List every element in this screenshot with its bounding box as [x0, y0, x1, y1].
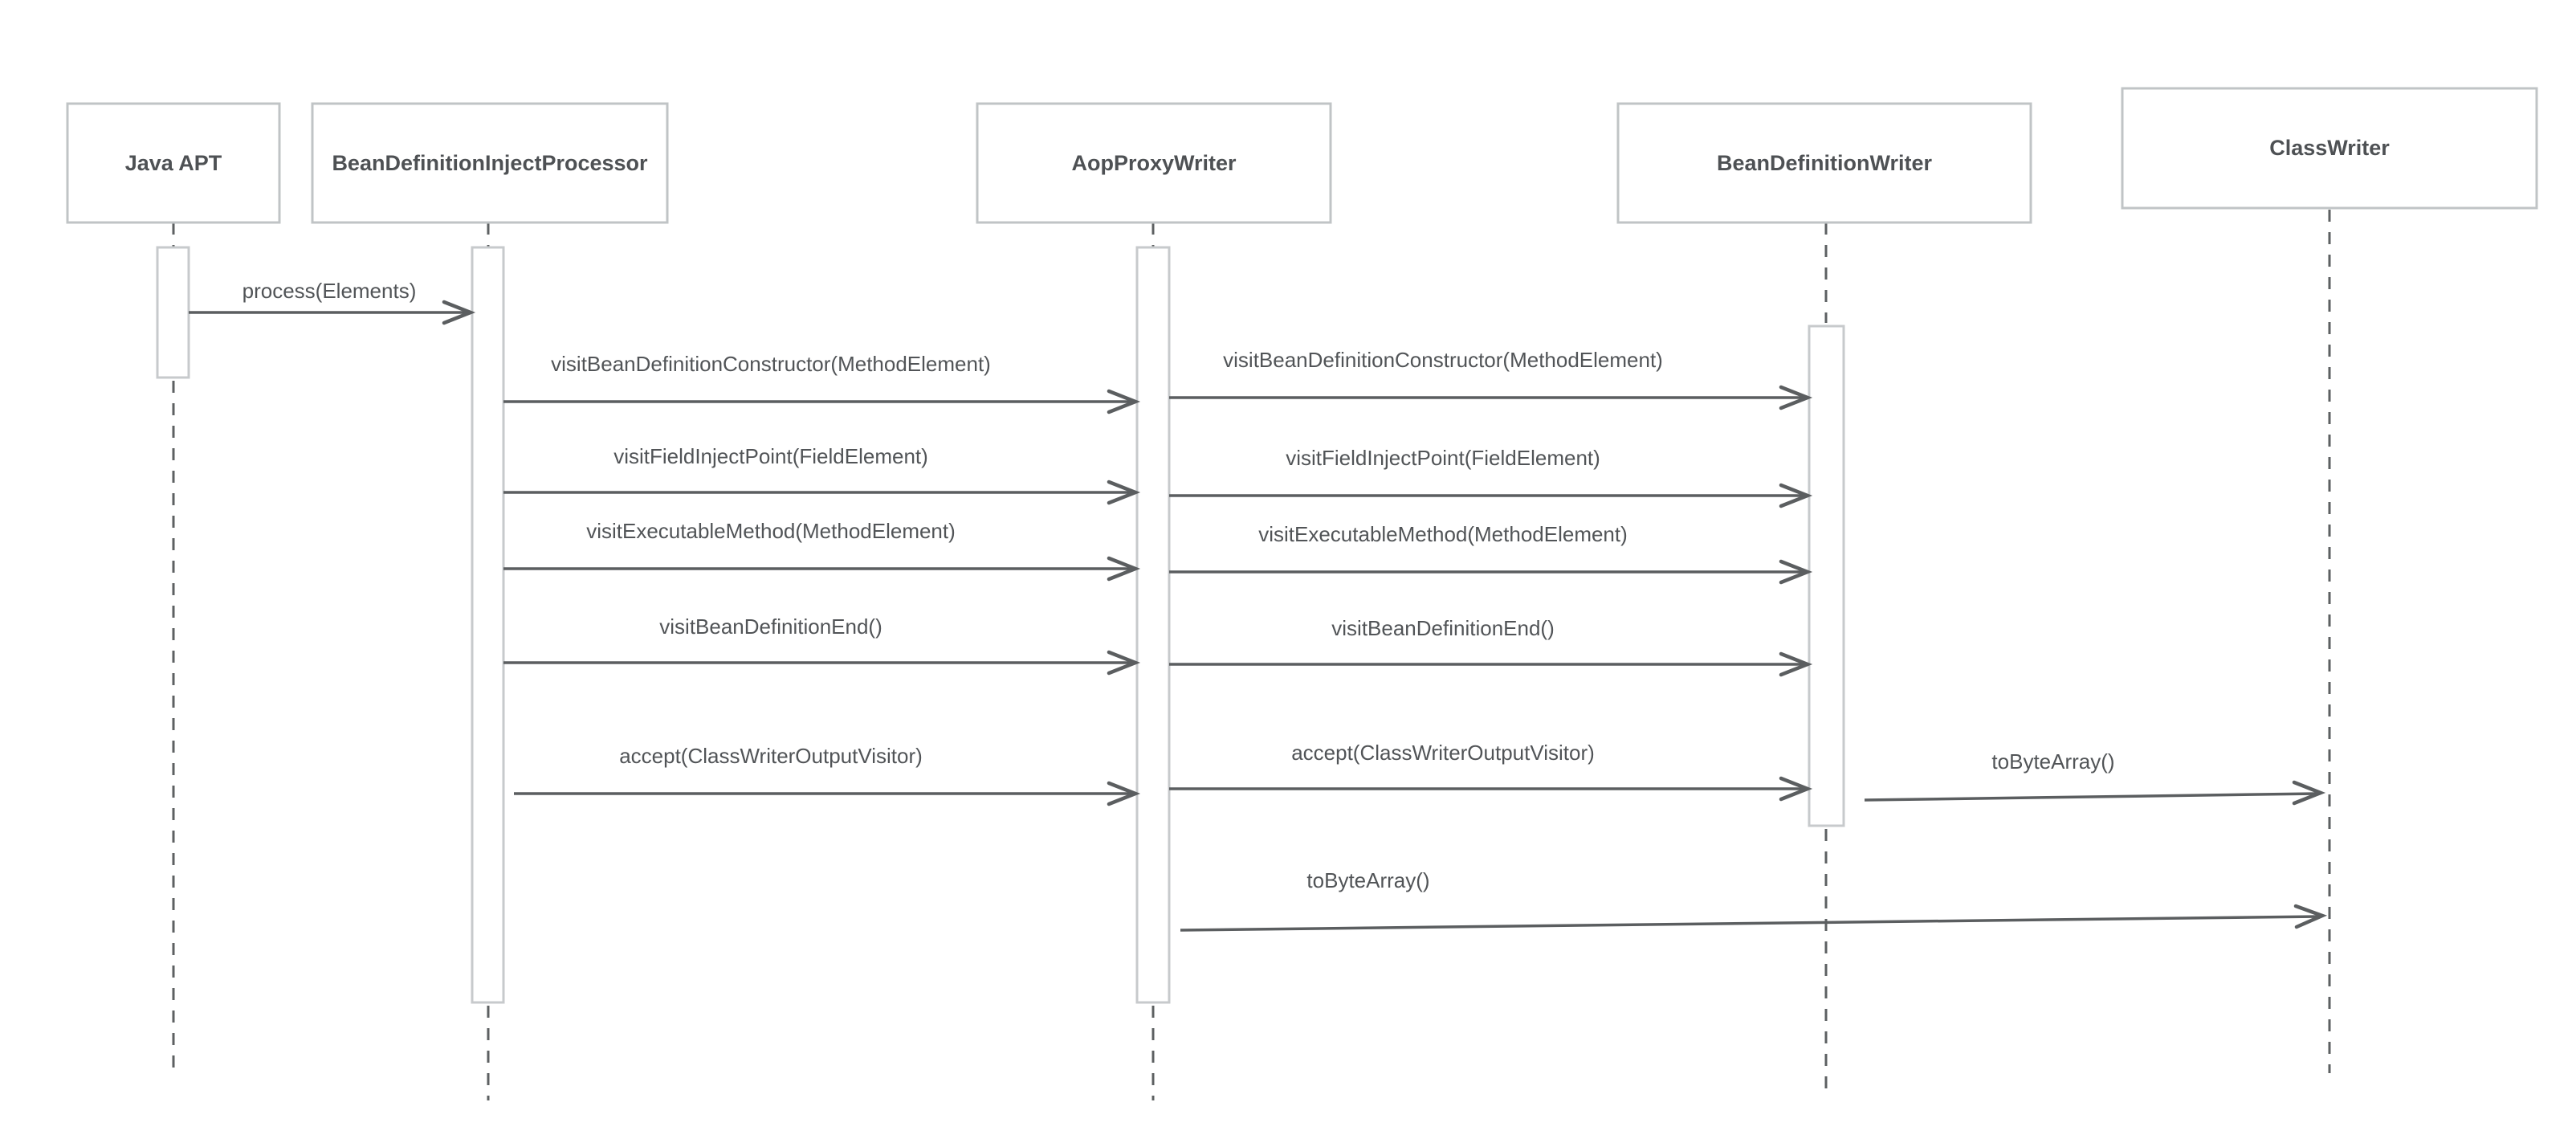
message-visit-field-inject-point-left: visitFieldInjectPoint(FieldElement): [503, 444, 1141, 505]
arrowhead-icon: [1779, 651, 1813, 677]
message-label-visit-field-inject-point-left: visitFieldInjectPoint(FieldElement): [613, 444, 928, 468]
arrowhead-icon: [1107, 389, 1141, 414]
activation-bar-bean-definition-writer: [1808, 325, 1845, 827]
arrowhead-icon: [1779, 385, 1813, 410]
arrowhead-icon: [2292, 780, 2326, 806]
message-label-visit-bean-definition-end-left: visitBeanDefinitionEnd(): [659, 614, 882, 639]
participant-name-bean-definition-inject-processor: BeanDefinitionInjectProcessor: [332, 151, 648, 175]
arrowhead-icon: [1107, 480, 1141, 505]
message-label-visit-executable-method-left: visitExecutableMethod(MethodElement): [586, 519, 956, 543]
message-visit-executable-method-left: visitExecutableMethod(MethodElement): [503, 519, 1141, 582]
message-label-visit-bean-definition-constructor-left: visitBeanDefinitionConstructor(MethodEle…: [551, 352, 991, 376]
message-label-to-byte-array-aop-proxy-writer: toByteArray(): [1306, 868, 1429, 892]
message-label-to-byte-array-bean-definition-writer: toByteArray(): [1991, 749, 2114, 774]
participant-name-java-apt: Java APT: [125, 151, 222, 175]
arrowhead-icon: [1107, 556, 1141, 582]
message-visit-bean-definition-end-left: visitBeanDefinitionEnd(): [503, 614, 1141, 676]
message-to-byte-array-aop-proxy-writer: toByteArray(): [1180, 868, 2328, 932]
activation-bar-bean-definition-inject-processor: [471, 246, 505, 1004]
message-visit-executable-method-right: visitExecutableMethod(MethodElement): [1169, 522, 1813, 585]
arrowhead-icon: [1779, 776, 1813, 802]
message-process-elements: process(Elements): [189, 279, 476, 325]
participant-class-writer: ClassWriter: [2121, 87, 2538, 210]
message-label-visit-executable-method-right: visitExecutableMethod(MethodElement): [1258, 522, 1628, 546]
participant-name-class-writer: ClassWriter: [2269, 136, 2390, 160]
participant-aop-proxy-writer: AopProxyWriter: [976, 102, 1332, 224]
message-visit-field-inject-point-right: visitFieldInjectPoint(FieldElement): [1169, 446, 1813, 508]
message-accept-class-writer-output-visitor-left: accept(ClassWriterOutputVisitor): [514, 744, 1141, 806]
message-label-accept-class-writer-output-visitor-right: accept(ClassWriterOutputVisitor): [1291, 741, 1595, 765]
arrowhead-icon: [442, 300, 476, 325]
message-visit-bean-definition-constructor-right: visitBeanDefinitionConstructor(MethodEle…: [1169, 348, 1813, 410]
message-visit-bean-definition-end-right: visitBeanDefinitionEnd(): [1169, 616, 1813, 677]
message-to-byte-array-bean-definition-writer: toByteArray(): [1864, 749, 2326, 806]
arrowhead-icon: [1107, 781, 1141, 806]
message-label-accept-class-writer-output-visitor-left: accept(ClassWriterOutputVisitor): [619, 744, 923, 768]
arrowhead-icon: [1779, 559, 1813, 585]
message-accept-class-writer-output-visitor-right: accept(ClassWriterOutputVisitor): [1169, 741, 1813, 802]
message-visit-bean-definition-constructor-left: visitBeanDefinitionConstructor(MethodEle…: [503, 352, 1141, 414]
arrowhead-icon: [1107, 650, 1141, 676]
participant-bean-definition-inject-processor: BeanDefinitionInjectProcessor: [311, 102, 669, 224]
arrowhead-icon: [2293, 904, 2328, 929]
participant-name-aop-proxy-writer: AopProxyWriter: [1071, 151, 1237, 175]
message-label-visit-bean-definition-end-right: visitBeanDefinitionEnd(): [1331, 616, 1554, 640]
activation-bar-aop-proxy-writer: [1135, 246, 1171, 1004]
activation-bar-java-apt: [156, 246, 190, 379]
participant-bean-definition-writer: BeanDefinitionWriter: [1616, 102, 2032, 224]
participant-java-apt: Java APT: [66, 102, 281, 224]
message-label-visit-bean-definition-constructor-right: visitBeanDefinitionConstructor(MethodEle…: [1223, 348, 1663, 372]
participant-name-bean-definition-writer: BeanDefinitionWriter: [1717, 151, 1933, 175]
message-label-process-elements: process(Elements): [243, 279, 417, 303]
arrowhead-icon: [1779, 483, 1813, 508]
message-label-visit-field-inject-point-right: visitFieldInjectPoint(FieldElement): [1286, 446, 1600, 470]
